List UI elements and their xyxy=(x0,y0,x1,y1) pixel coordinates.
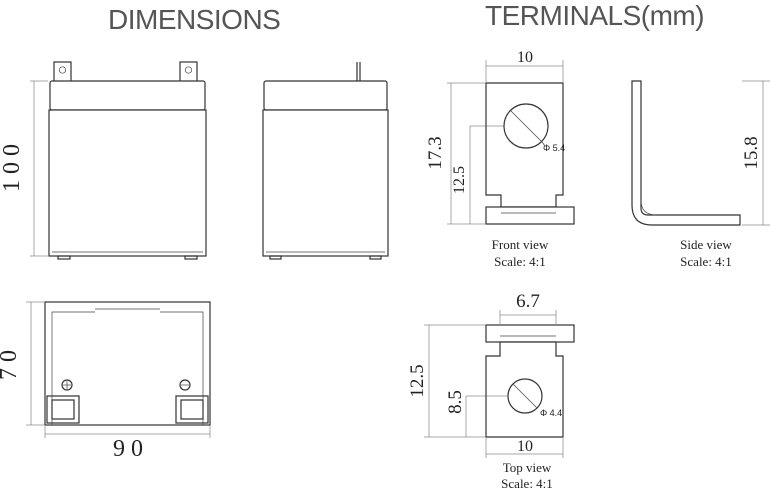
side-view-caption: Side view xyxy=(680,237,732,252)
terminal-front-view: Φ 5.4 10 17.3 12.5 Front view Scale: 4:1 xyxy=(425,49,575,269)
dimensions-title: DIMENSIONS xyxy=(108,4,280,35)
top-view-scale: Scale: 4:1 xyxy=(501,476,553,491)
terminal-top-hole-height-label: 8.5 xyxy=(445,390,466,414)
battery-top-view: 7 0 9 0 xyxy=(0,301,211,462)
terminal-top-view: Φ 4.4 6.7 12.5 8.5 10 Top view Scale: 4:… xyxy=(407,291,575,491)
terminal-side-view: 15.8 Side view Scale: 4:1 xyxy=(631,80,770,269)
terminal-tab-right xyxy=(179,61,198,83)
battery-body xyxy=(48,109,207,257)
side-view-scale: Scale: 4:1 xyxy=(680,254,732,269)
battery-height-label: 1 0 0 xyxy=(0,144,25,192)
terminal-top-plate xyxy=(485,341,564,438)
terminal-side-profile xyxy=(631,80,741,226)
battery-lid xyxy=(49,80,206,111)
terminal-side-height-label: 15.8 xyxy=(741,136,762,169)
terminal-top-cap xyxy=(485,324,575,343)
battery-width-label: 9 0 xyxy=(113,436,143,462)
terminal-top-bottom-width-label: 10 xyxy=(517,438,533,455)
front-view-scale: Scale: 4:1 xyxy=(494,254,546,269)
battery-top-outline xyxy=(44,301,211,426)
terminal-front-width-label: 10 xyxy=(517,49,533,66)
battery-depth-label: 7 0 xyxy=(0,350,22,380)
terminals-title: TERMINALS(mm) xyxy=(485,0,704,31)
terminal-top-height-label: 12.5 xyxy=(407,364,428,397)
terminal-top-hole-diameter: Φ 4.4 xyxy=(540,408,562,418)
top-view-caption: Top view xyxy=(503,460,552,475)
battery-side-view xyxy=(262,62,389,260)
terminal-front-height-label: 17.3 xyxy=(425,136,446,169)
terminal-front-hole-diameter: Φ 5.4 xyxy=(543,143,565,153)
terminal-tab-left xyxy=(53,61,72,83)
terminal-top-width-label: 6.7 xyxy=(516,291,540,312)
terminal-front-hole-height-label: 12.5 xyxy=(451,166,468,194)
terminal-screw-right xyxy=(179,379,191,391)
battery-front-view: 1 0 0 xyxy=(0,61,207,260)
front-view-caption: Front view xyxy=(492,237,549,252)
terminal-screw-left xyxy=(61,379,73,391)
terminal-front-base xyxy=(485,206,575,225)
